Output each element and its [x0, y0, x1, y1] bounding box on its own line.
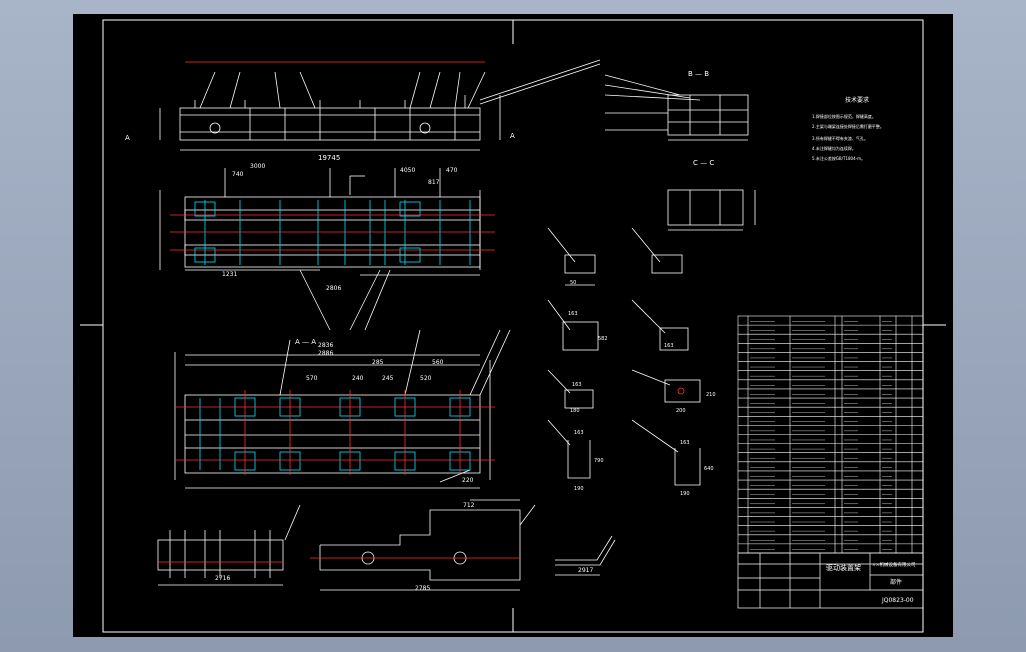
- detail-dim-163-c: 163: [572, 382, 582, 388]
- dim-560: 560: [432, 359, 444, 366]
- dim-817: 817: [428, 179, 440, 186]
- detail-dim-163-d: 163: [574, 430, 584, 436]
- dim-470: 470: [446, 167, 458, 174]
- detail-dim-582: 582: [598, 336, 608, 342]
- section-a-a-label: A — A: [295, 338, 316, 346]
- tech-line-3: 3.所有焊缝不得有夹渣、气孔。: [812, 135, 868, 141]
- dim-220: 220: [462, 477, 474, 484]
- title-block: [737, 552, 924, 609]
- dim-2836: 2836: [318, 342, 333, 349]
- front-elevation-view: [159, 59, 601, 151]
- bent-plate-view: [555, 535, 616, 576]
- tech-title: 技术要求: [845, 96, 869, 104]
- detail-dim-190-a: 190: [574, 486, 584, 492]
- title-company: ××机械设备有限公司: [872, 561, 916, 568]
- dim-1231: 1231: [222, 271, 237, 278]
- section-c-c-label: C — C: [693, 159, 714, 167]
- technical-requirements: 技术要求 1.焊接部位按图示规范，焊缝高度。 2.主梁与端梁连接处焊接后需打磨平…: [812, 96, 884, 161]
- dim-2886: 2886: [318, 350, 333, 357]
- title-sub: 部件: [890, 578, 902, 586]
- tech-line-4: 4.未注焊缝均为连续焊。: [812, 145, 856, 151]
- detail-dim-790: 790: [594, 458, 604, 464]
- dim-570: 570: [306, 375, 318, 382]
- section-c-c-view: [667, 189, 756, 231]
- support-arm-view: [310, 499, 536, 591]
- detail-dim-180: 180: [570, 408, 580, 414]
- tech-line-1: 1.焊接部位按图示规范，焊缝高度。: [812, 113, 876, 119]
- dim-3000: 3000: [250, 163, 265, 170]
- view-marker-a-left: A: [125, 134, 130, 142]
- bottom-plate-view: [157, 504, 301, 586]
- dim-total-length: 19745: [318, 154, 340, 162]
- detail-dim-50: 50: [570, 280, 576, 286]
- dim-245: 245: [382, 375, 394, 382]
- dim-4050: 4050: [400, 167, 415, 174]
- view-marker-a-right: A: [510, 132, 515, 140]
- detail-dim-200: 200: [676, 408, 686, 414]
- detail-dim-163-a: 163: [568, 311, 578, 317]
- dim-285: 285: [372, 359, 384, 366]
- parts-list-table: [737, 315, 924, 554]
- dim-2917: 2917: [578, 567, 593, 574]
- detail-dim-163-e: 163: [680, 440, 690, 446]
- dim-240: 240: [352, 375, 364, 382]
- tech-line-2: 2.主梁与端梁连接处焊接后需打磨平整。: [812, 123, 884, 129]
- tech-line-5: 5.未注公差按GB/T1804-m。: [812, 155, 865, 161]
- title-name: 驱动装置架: [826, 563, 861, 572]
- dim-2716: 2716: [215, 575, 230, 582]
- detail-dim-640: 640: [704, 466, 714, 472]
- dim-2806-plan: 2806: [326, 285, 341, 292]
- dim-712: 712: [463, 502, 475, 509]
- drawing-number: JQ0823-00: [881, 597, 914, 604]
- section-b-b-view: [604, 74, 749, 141]
- dim-520: 520: [420, 375, 432, 382]
- detail-parts: [547, 227, 701, 486]
- section-a-a-view: [174, 329, 511, 489]
- dim-740: 740: [232, 171, 244, 178]
- section-b-b-label: B — B: [688, 70, 709, 78]
- plan-view: [159, 168, 495, 331]
- detail-dim-190-b: 190: [680, 491, 690, 497]
- dim-2785: 2785: [415, 585, 430, 592]
- detail-dim-210: 210: [706, 392, 716, 398]
- detail-dim-163-b: 163: [664, 343, 674, 349]
